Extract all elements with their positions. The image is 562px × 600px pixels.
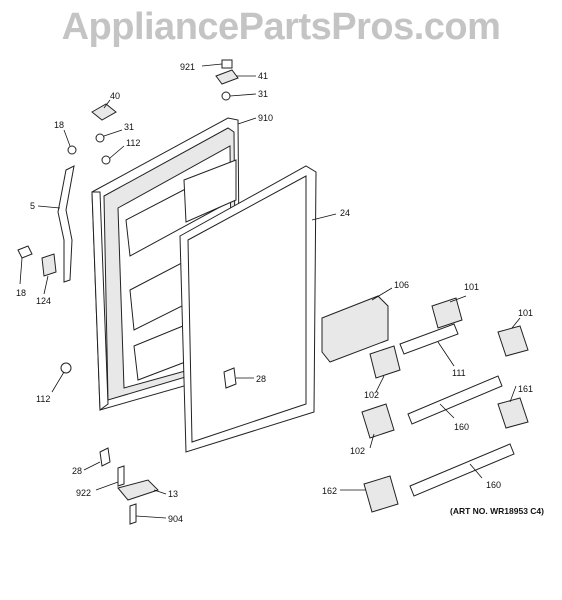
callout-161: 161 xyxy=(518,384,533,394)
plug-921-part xyxy=(221,59,233,69)
callout-910: 910 xyxy=(258,113,273,123)
hinge-13-part xyxy=(117,479,159,501)
callout-24: 24 xyxy=(340,208,350,218)
callout-101b: 101 xyxy=(518,308,533,318)
callout-112b: 112 xyxy=(36,394,50,404)
screw-904-part xyxy=(129,503,137,525)
bushing-31b-part xyxy=(95,133,105,143)
callout-112a: 112 xyxy=(126,138,140,148)
callout-28b: 28 xyxy=(72,466,82,476)
cap-162-part xyxy=(363,475,399,513)
cap-101b-part xyxy=(497,325,529,357)
screw-112a-part xyxy=(101,155,111,165)
rail-160a-part xyxy=(407,375,503,425)
callout-102a: 102 xyxy=(364,390,379,400)
cap-41-part xyxy=(215,69,239,85)
pivot-922-part xyxy=(117,465,125,487)
callout-904: 904 xyxy=(168,514,183,524)
callout-31a: 31 xyxy=(258,89,268,99)
cap-101a-part xyxy=(431,297,463,329)
callout-102b: 102 xyxy=(350,446,365,456)
callout-124: 124 xyxy=(36,296,51,306)
bushing-28a-part xyxy=(223,367,237,389)
rail-111-part xyxy=(399,323,459,355)
callout-41: 41 xyxy=(258,71,268,81)
art-number-label: (ART NO. WR18953 C4) xyxy=(450,506,544,516)
bushing-28b-part xyxy=(99,447,111,467)
callout-111: 111 xyxy=(452,368,466,378)
callout-28a: 28 xyxy=(256,374,266,384)
callout-5: 5 xyxy=(30,201,35,211)
callout-31b: 31 xyxy=(124,122,134,132)
callout-922: 922 xyxy=(76,488,91,498)
callout-101a: 101 xyxy=(464,282,479,292)
screw-112b-part xyxy=(60,362,72,374)
leader-lines xyxy=(19,63,521,519)
cap-102a-part xyxy=(369,345,401,379)
rail-160b-part xyxy=(409,443,515,497)
bushing-31a-part xyxy=(221,91,231,101)
door-gasket xyxy=(179,165,317,453)
callout-160b: 160 xyxy=(486,480,501,490)
watermark-text: AppliancePartsPros.com xyxy=(61,6,501,48)
callout-160a: 160 xyxy=(454,422,469,432)
callout-13: 13 xyxy=(168,489,178,499)
callout-106: 106 xyxy=(394,280,409,290)
callout-18b: 18 xyxy=(16,288,26,298)
hinge-cover-40-part xyxy=(91,103,117,121)
callout-18a: 18 xyxy=(54,120,64,130)
screw-18a-part xyxy=(67,145,77,155)
hinge-124-part xyxy=(41,253,57,277)
cap-161-part xyxy=(497,397,529,429)
callout-labels: 921 41 31 910 40 18 31 112 5 24 18 124 1… xyxy=(16,62,533,524)
screw-18b-part xyxy=(17,245,33,259)
cap-102b-part xyxy=(361,403,395,439)
callout-921: 921 xyxy=(180,62,195,72)
hinge-bracket-part xyxy=(57,165,75,283)
callout-162: 162 xyxy=(322,486,337,496)
callout-40: 40 xyxy=(110,91,120,101)
